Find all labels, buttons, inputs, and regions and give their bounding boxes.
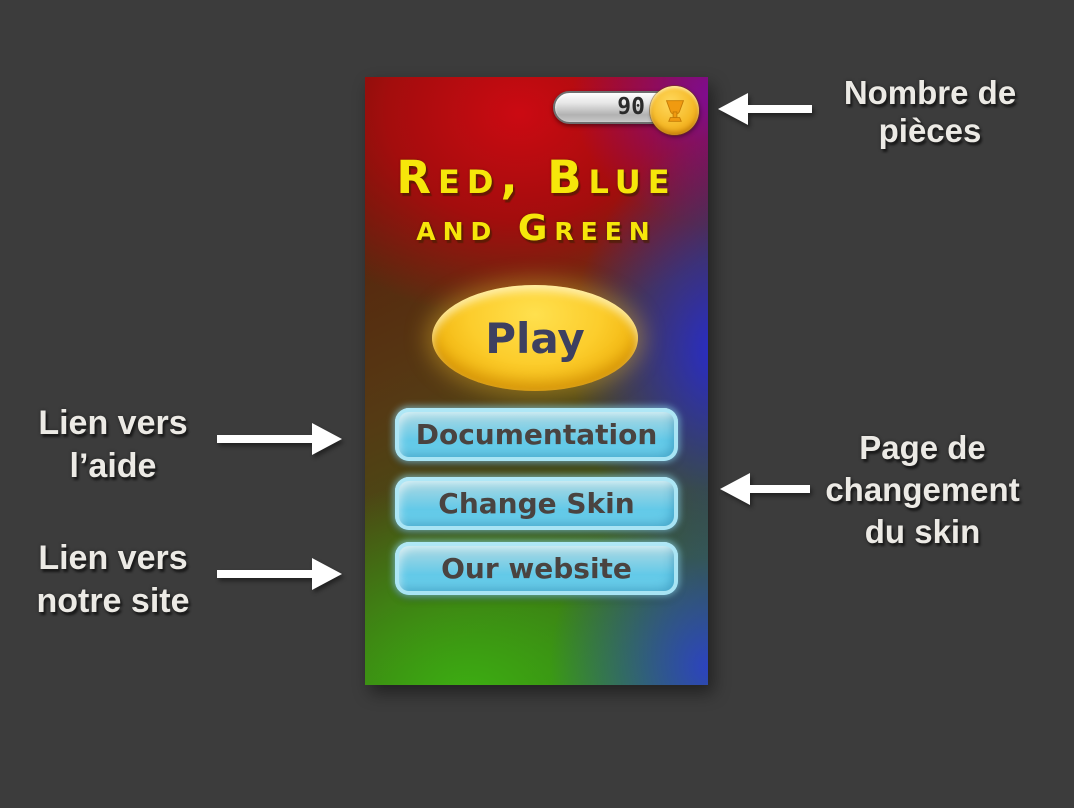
arrow-stem: [748, 105, 812, 113]
our-website-button[interactable]: Our website: [395, 542, 678, 595]
annotation-coin-count: Nombre de pièces: [810, 74, 1050, 150]
game-title-line1: Red, Blue: [396, 151, 677, 204]
play-button[interactable]: Play: [432, 285, 638, 391]
arrow-stem: [750, 485, 810, 493]
trophy-coin-icon: [650, 86, 699, 135]
arrow-head-icon: [312, 423, 342, 455]
annotation-help-line2: l’aide: [69, 447, 157, 485]
change-skin-button[interactable]: Change Skin: [395, 477, 678, 530]
annotation-skin-page: Page de changement du skin: [795, 427, 1050, 553]
annotation-coin-count-line2: pièces: [878, 112, 982, 149]
annotation-website-link: Lien vers notre site: [0, 537, 226, 623]
annotation-website-line2: notre site: [36, 582, 190, 620]
documentation-button[interactable]: Documentation: [395, 408, 678, 461]
arrow-head-icon: [312, 558, 342, 590]
arrow-head-icon: [718, 93, 748, 125]
arrow-stem: [217, 435, 312, 443]
annotation-skin-line1: Page de: [859, 429, 986, 466]
annotation-website-line1: Lien vers: [38, 539, 188, 577]
game-title: Red, Blue and Green: [365, 155, 708, 247]
arrow-stem: [217, 570, 312, 578]
annotation-coin-count-line1: Nombre de: [843, 74, 1017, 111]
arrow-head-icon: [720, 473, 750, 505]
arrow-left-to-coin-counter: [718, 93, 812, 125]
annotation-skin-line2: changement: [825, 471, 1020, 508]
arrow-left-to-change-skin-button: [720, 473, 810, 505]
game-title-line2: and Green: [416, 208, 657, 249]
arrow-right-to-documentation-button: [217, 423, 342, 455]
annotation-skin-line3: du skin: [864, 513, 981, 550]
arrow-right-to-our-website-button: [217, 558, 342, 590]
annotation-help-line1: Lien vers: [38, 404, 188, 442]
coin-count-value: 90: [617, 94, 645, 120]
annotation-help-link: Lien vers l’aide: [0, 402, 226, 488]
game-main-menu-screen: 90 Red, Blue and Green Play Documentatio…: [365, 77, 708, 685]
